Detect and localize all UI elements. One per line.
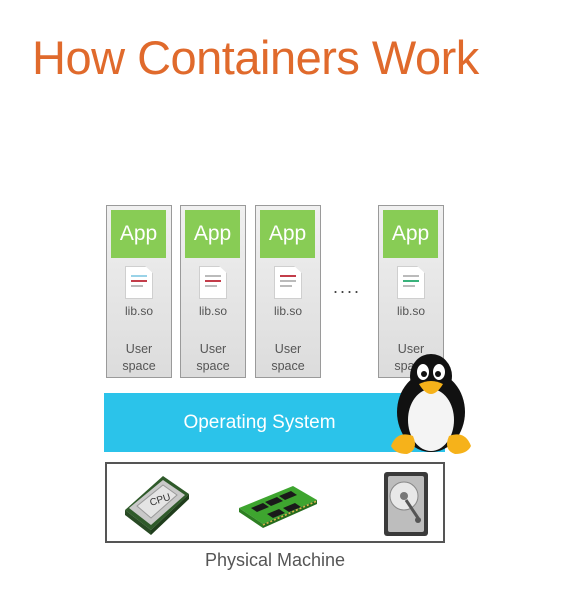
ram-icon	[239, 486, 318, 528]
container-1: App lib.so User space	[106, 205, 172, 378]
lib-label: lib.so	[396, 304, 425, 318]
app-label: App	[260, 210, 315, 258]
physical-machine-label: Physical Machine	[204, 550, 346, 570]
user-space-label: User space	[196, 342, 230, 373]
os-label: Operating System	[183, 411, 336, 433]
page-title: How Containers Work	[32, 31, 479, 84]
lib-label: lib.so	[273, 304, 302, 318]
lib-label: lib.so	[198, 304, 227, 318]
cpu-icon: CPU	[125, 476, 189, 535]
ellipsis: ....	[333, 277, 362, 297]
app-label: App	[111, 210, 166, 258]
library-file-icon	[125, 266, 153, 299]
library-file-icon	[274, 266, 302, 299]
user-space-label: User space	[271, 342, 305, 373]
container-2: App lib.so User space	[180, 205, 246, 378]
operating-system-bar: Operating System	[104, 393, 445, 452]
lib-label: lib.so	[124, 304, 153, 318]
hardware-box: CPU	[105, 462, 445, 543]
library-file-icon	[397, 266, 425, 299]
app-label: App	[185, 210, 240, 258]
linux-penguin-icon	[391, 354, 471, 454]
container-3: App lib.so User space	[255, 205, 321, 378]
hard-drive-icon	[384, 472, 428, 536]
container-4: App lib.so User space	[378, 205, 444, 378]
library-file-icon	[199, 266, 227, 299]
user-space-label: User space	[122, 342, 156, 373]
app-label: App	[383, 210, 438, 258]
